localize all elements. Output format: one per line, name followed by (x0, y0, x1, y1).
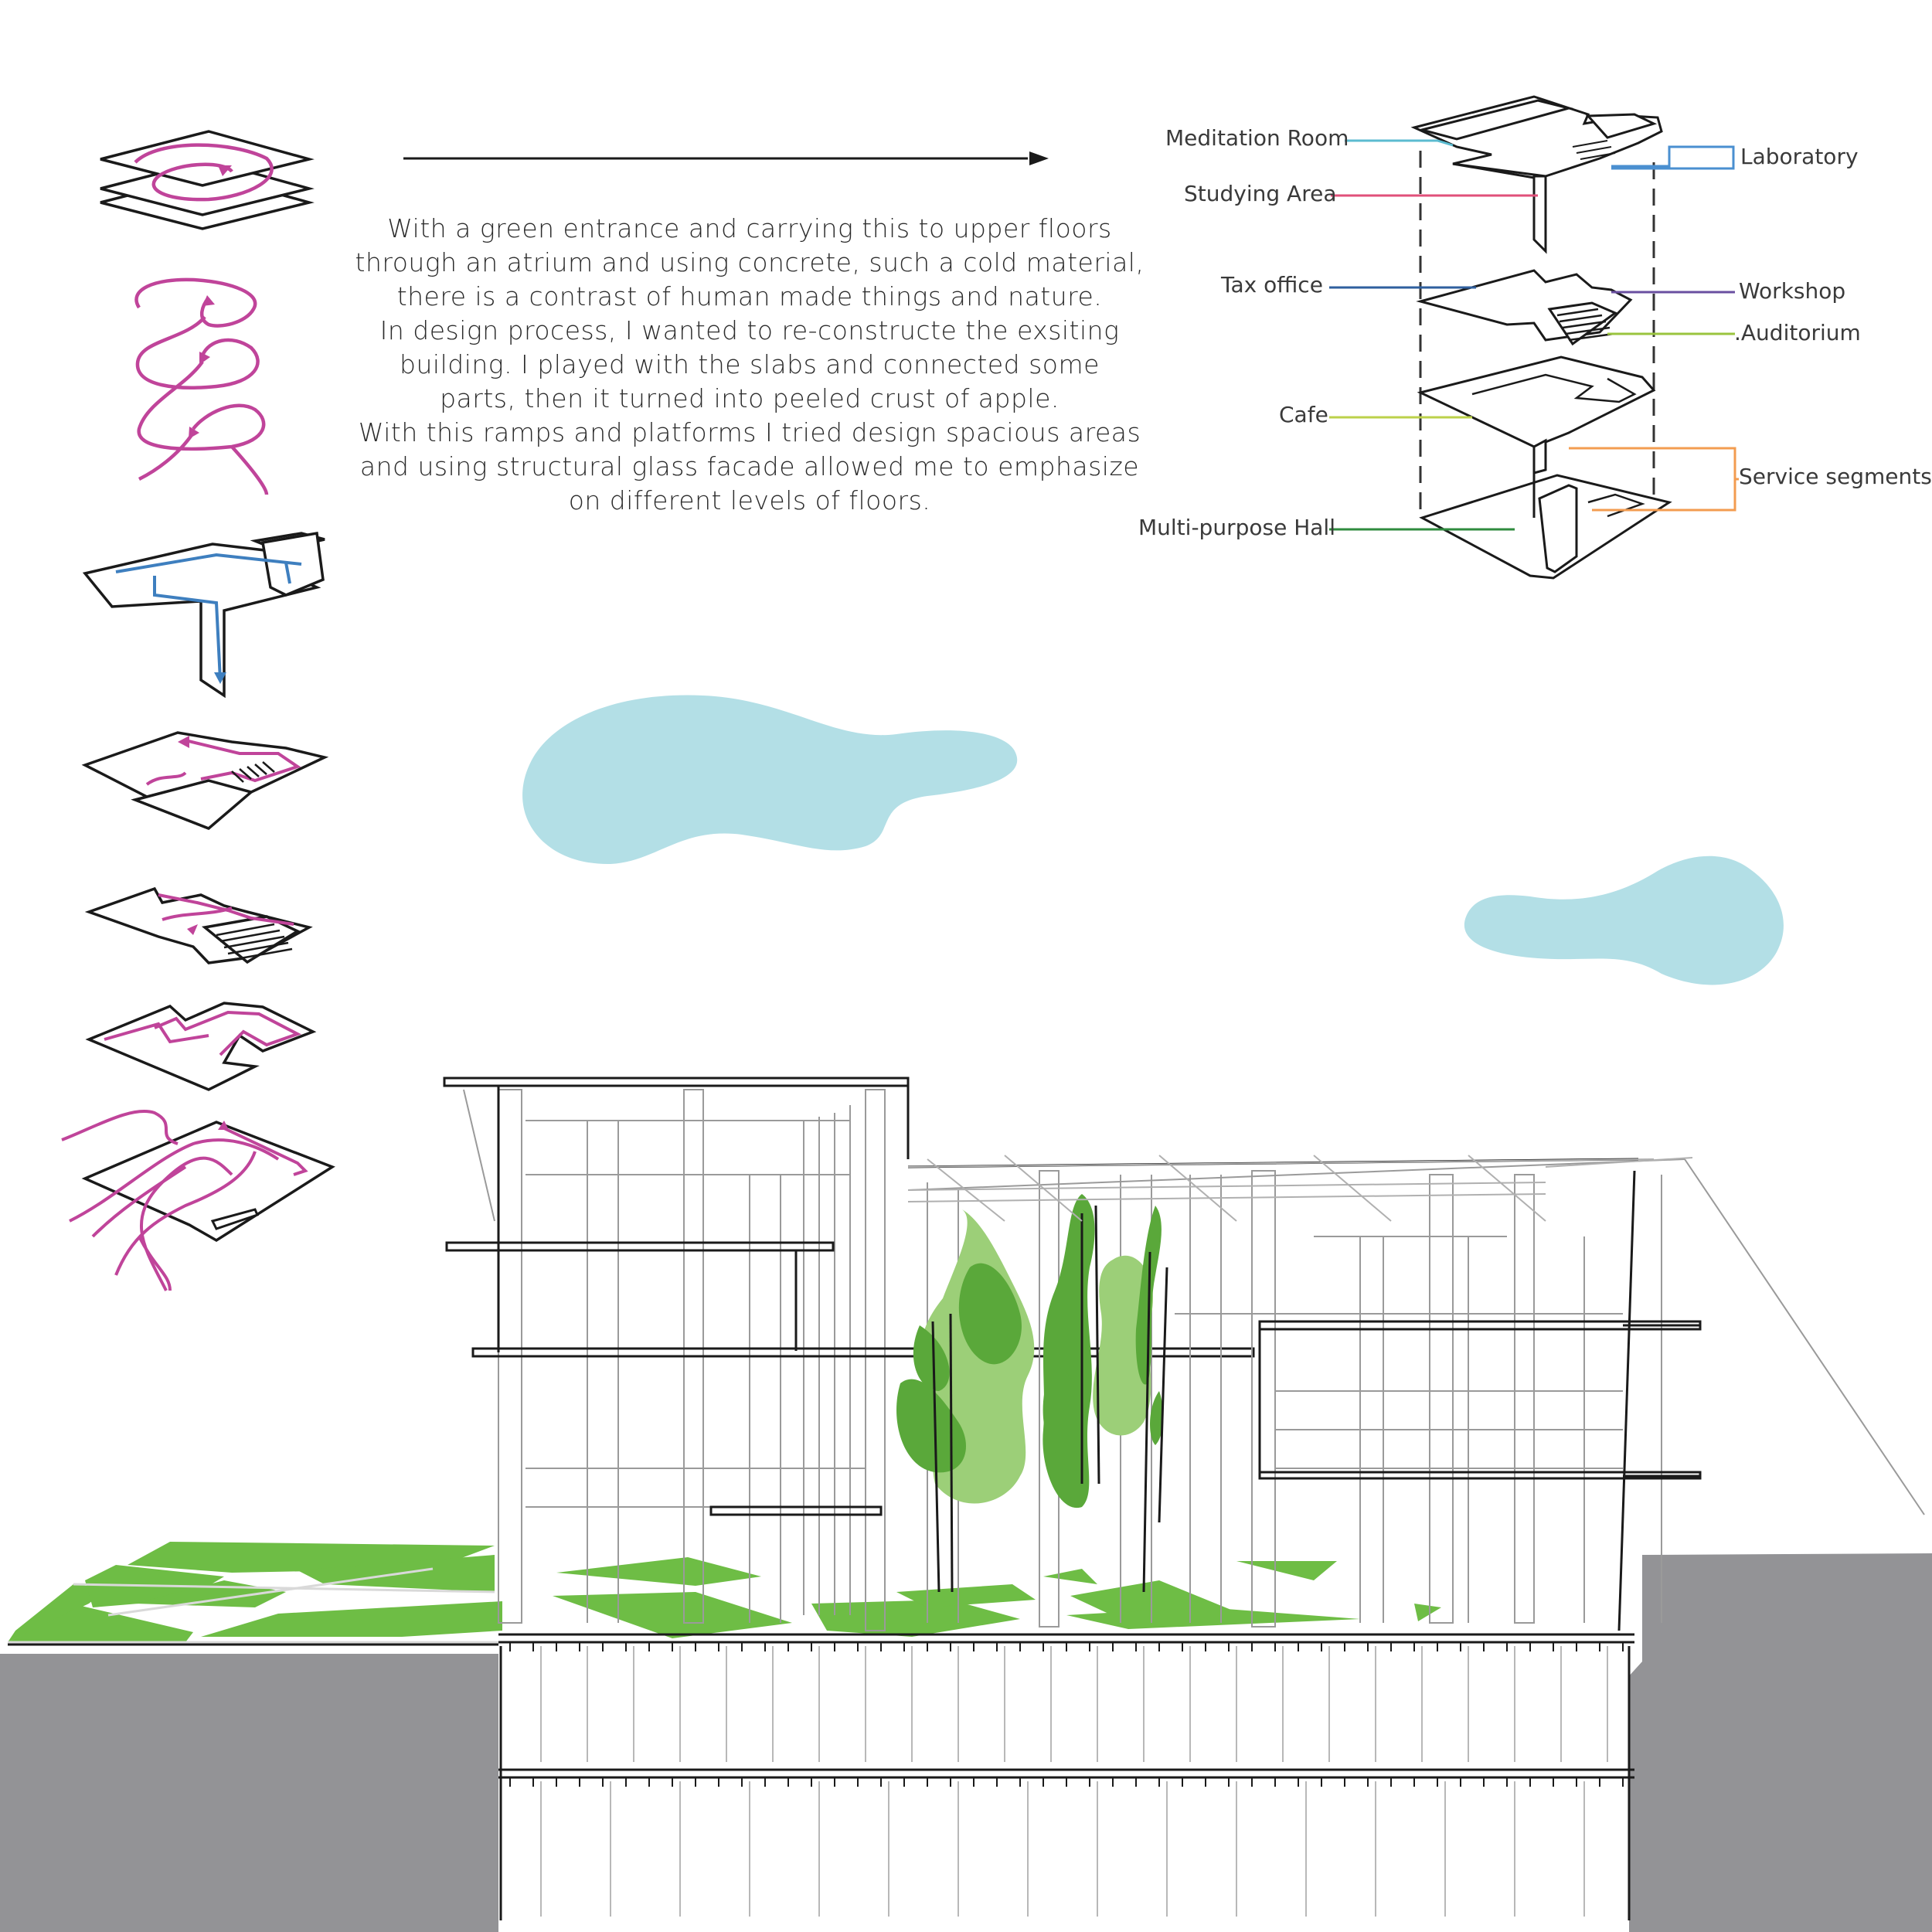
statement-line: through an atrium and using concrete, su… (355, 247, 1145, 277)
label-laboratory: Laboratory (1740, 144, 1859, 169)
label-workshop: Workshop (1739, 278, 1845, 304)
floor-plan-diagram-3 (85, 1002, 317, 1091)
label-tax-office: Tax office (1220, 272, 1323, 298)
roof-structure (907, 1155, 1693, 1222)
statement-line: building. I played with the slabs and co… (400, 349, 1100, 379)
statement-line: In design process, I wanted to re-constr… (379, 315, 1120, 345)
floor-plan-diagram-1 (81, 731, 329, 831)
upper-floor-circulation-diagram (82, 531, 325, 699)
spiral-circulation-diagram (134, 277, 269, 495)
statement-line: on different levels of floors. (568, 485, 931, 515)
statement-line: With a green entrance and carrying this … (387, 213, 1112, 243)
ground-mass (0, 1553, 1932, 1932)
statement-line: With this ramps and platforms I tried de… (358, 417, 1141, 447)
basement-columns (540, 1646, 1608, 1917)
label-service-segments: Service segments (1739, 464, 1932, 489)
floor-plan-diagram-2 (84, 886, 313, 964)
atrium-trees (896, 1194, 1168, 1593)
section-perspective (0, 1077, 1932, 1932)
process-arrow (403, 151, 1049, 165)
concept-diagrams (61, 130, 335, 1291)
cloud-large (522, 695, 1018, 865)
label-studying-area: Studying Area (1184, 181, 1336, 206)
statement-line: there is a contrast of human made things… (396, 281, 1103, 311)
ground-floor-diagram (61, 1110, 335, 1291)
statement-line: parts, then it turned into peeled crust … (440, 383, 1060, 413)
cloud-small (1464, 855, 1784, 985)
stacked-floors-diagram (100, 130, 315, 230)
design-statement: With a green entrance and carrying this … (332, 212, 1167, 518)
statement-line: and using structural glass facade allowe… (359, 451, 1140, 481)
green-landscape (8, 1542, 1441, 1642)
label-multi-purpose-hall: Multi-purpose Hall (1138, 515, 1335, 540)
label-auditorium: .Auditorium (1734, 320, 1861, 345)
exploded-axonometric: Meditation Room Studying Area Tax office… (1138, 95, 1932, 580)
clouds (522, 695, 1784, 985)
label-cafe: Cafe (1279, 402, 1328, 427)
left-tower (463, 1089, 886, 1631)
spiral-arrows (189, 295, 215, 439)
label-meditation-room: Meditation Room (1165, 125, 1349, 151)
